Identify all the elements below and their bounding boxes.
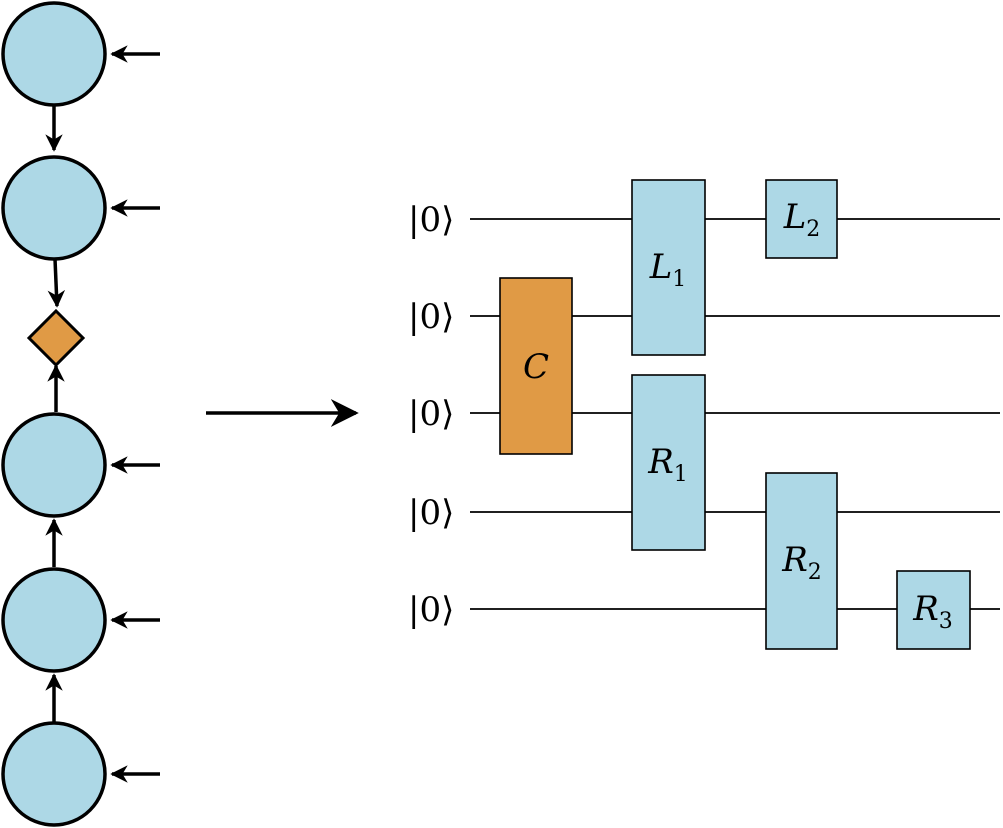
circuit: |0⟩ |0⟩ |0⟩ |0⟩ |0⟩ C L1 L2 R1 R2 (408, 179, 1000, 650)
edge-n2-center (47, 258, 66, 308)
chain-node-2 (1, 155, 107, 261)
qubit-label-3: |0⟩ (408, 493, 454, 533)
chain (1, 1, 160, 827)
gate-l1: L1 (631, 179, 706, 356)
gate-r2: R2 (765, 472, 838, 650)
qubit-label-4: |0⟩ (408, 590, 454, 630)
gate-r2-label: R2 (781, 540, 822, 585)
gate-r3: R3 (896, 570, 971, 650)
gate-r2-box (765, 472, 838, 650)
gate-l2: L2 (765, 179, 838, 259)
gate-l2-label: L2 (783, 197, 821, 242)
qubit-label-2: |0⟩ (408, 394, 454, 434)
gate-l2-box (765, 179, 838, 259)
gate-r1-label: R1 (647, 442, 688, 487)
chain-node-3 (1, 412, 107, 518)
gate-r3-box (896, 570, 971, 650)
qubit-label-1: |0⟩ (408, 297, 454, 337)
gate-r3-label: R3 (912, 589, 953, 634)
gate-c-box (499, 277, 573, 455)
chain-center-diamond (26, 308, 86, 368)
gate-l1-label: L1 (649, 247, 687, 292)
chain-node-5 (1, 721, 107, 827)
chain-node-4 (1, 567, 107, 673)
gate-c: C (499, 277, 573, 455)
gate-r1: R1 (631, 374, 706, 551)
chain-node-1 (1, 1, 107, 107)
gate-c-label: C (523, 347, 549, 387)
gate-l1-box (631, 179, 706, 356)
gate-r1-box (631, 374, 706, 551)
qubit-label-0: |0⟩ (408, 200, 454, 240)
